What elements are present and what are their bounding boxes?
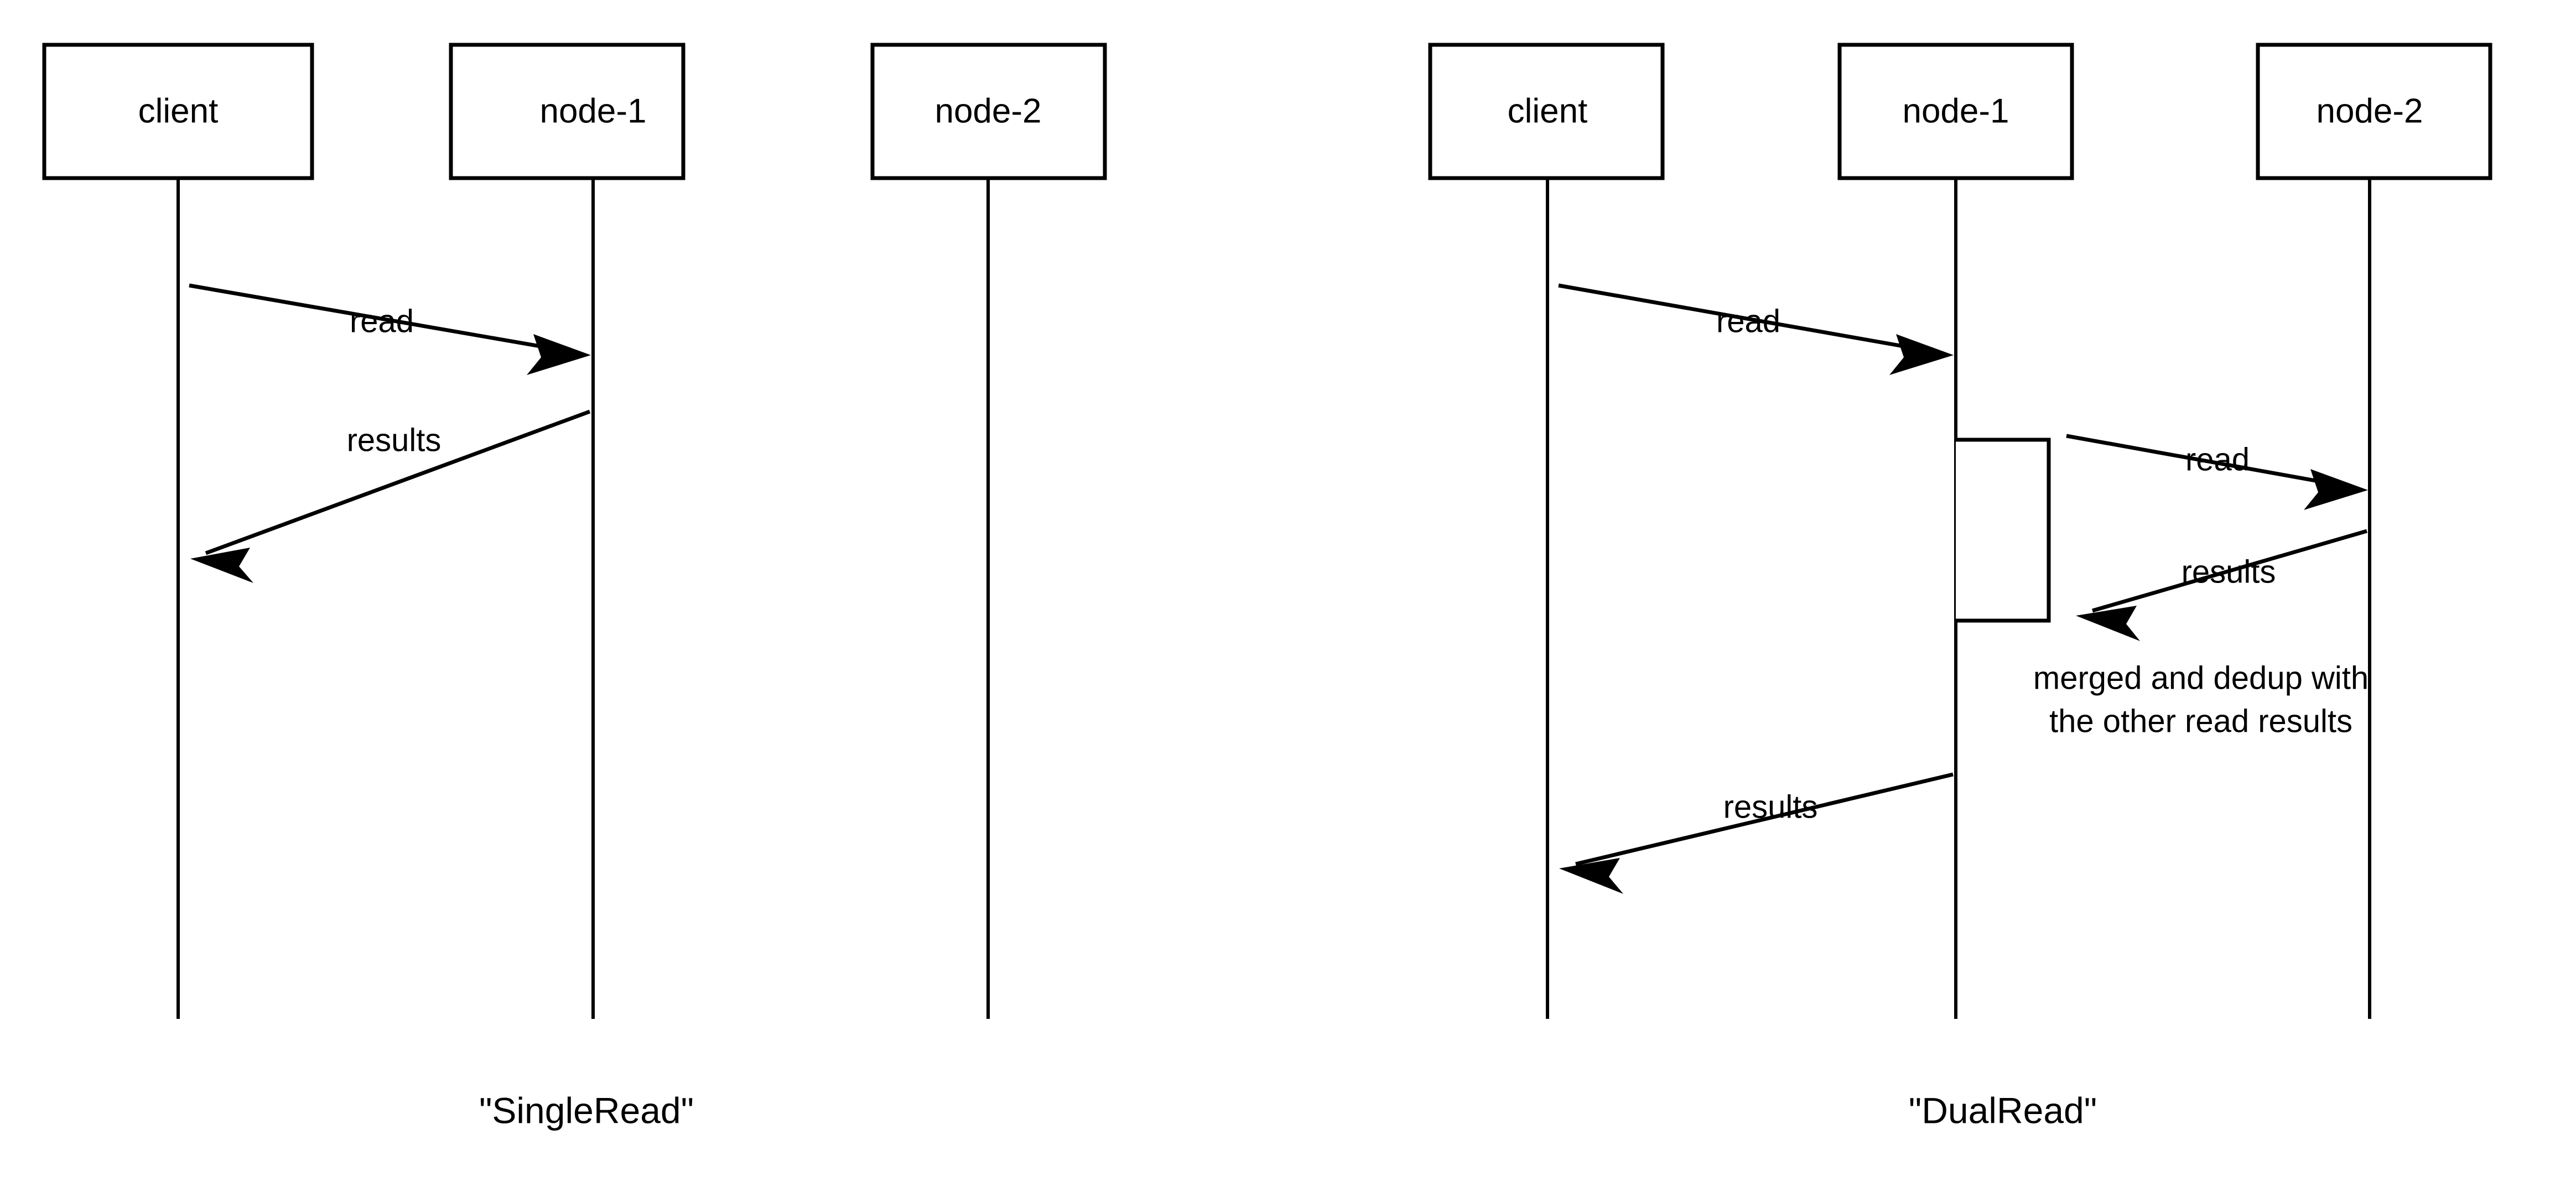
panel-dual-read: client node-1 node-2 bbox=[1428, 43, 2492, 1131]
participant-box-node-2[interactable] bbox=[2256, 43, 2492, 180]
message-label-read: read bbox=[1716, 303, 1780, 339]
message-results-node-2-to-node-1[interactable]: results bbox=[2076, 529, 2367, 641]
participant-box-client[interactable] bbox=[1428, 43, 1665, 180]
message-read-node-1-to-node-2[interactable]: read bbox=[2066, 434, 2368, 510]
participant-label-client: client bbox=[138, 92, 219, 130]
message-results-node-1-to-client[interactable]: results bbox=[1559, 772, 1954, 894]
participant-label-node-2: node-2 bbox=[2316, 92, 2423, 130]
message-label-read: read bbox=[2185, 441, 2250, 477]
activation-box-node-1 bbox=[1956, 438, 2051, 623]
participant-node-2[interactable]: node-2 bbox=[2256, 43, 2492, 1019]
participant-label-node-2: node-2 bbox=[934, 92, 1041, 130]
message-read-client-to-node-1[interactable]: read bbox=[1558, 283, 1954, 375]
panel-caption-dual-read: "DualRead" bbox=[1909, 1090, 2097, 1131]
participant-label-client: client bbox=[1508, 92, 1588, 130]
participant-client[interactable]: client bbox=[1428, 43, 1665, 1019]
note-line-2: the other read results bbox=[2049, 703, 2352, 739]
message-line bbox=[205, 409, 591, 555]
participant-client[interactable]: client bbox=[42, 43, 314, 1019]
arrow-head-left-icon bbox=[190, 548, 253, 583]
participant-label-node-1: node-1 bbox=[1902, 92, 2009, 130]
arrow-head-right-icon bbox=[1889, 334, 1954, 375]
message-label-results: results bbox=[2182, 554, 2276, 590]
participant-box-node-1[interactable] bbox=[449, 43, 685, 180]
message-results-node-1-to-client[interactable]: results bbox=[190, 409, 591, 583]
message-line bbox=[1575, 772, 1954, 866]
participant-box-node-2[interactable] bbox=[870, 43, 1107, 180]
participant-node-1[interactable]: node-1 bbox=[1837, 43, 2074, 1019]
panel-single-read: client node-1 node-2 read bbox=[42, 43, 1107, 1131]
panel-caption-single-read: "SingleRead" bbox=[479, 1090, 694, 1131]
message-line bbox=[189, 283, 576, 355]
message-line bbox=[2066, 434, 2353, 490]
arrow-head-right-icon bbox=[527, 334, 591, 375]
message-label-results: results bbox=[347, 422, 442, 458]
message-line bbox=[1558, 283, 1939, 355]
message-read-client-to-node-1[interactable]: read bbox=[189, 283, 591, 375]
activation-bracket-node-1 bbox=[1956, 438, 2051, 623]
arrow-head-left-icon bbox=[2076, 606, 2140, 641]
participant-node-2[interactable]: node-2 bbox=[870, 43, 1107, 1019]
participant-box-client[interactable] bbox=[42, 43, 314, 180]
arrow-head-left-icon bbox=[1559, 858, 1623, 894]
participant-box-node-1[interactable] bbox=[1837, 43, 2074, 180]
message-line bbox=[2092, 529, 2367, 613]
message-label-results: results bbox=[1723, 789, 1818, 825]
participant-node-1[interactable]: node-1 bbox=[449, 43, 685, 1019]
participant-label-node-1: node-1 bbox=[539, 92, 646, 130]
note-line-1: merged and dedup with bbox=[2033, 660, 2369, 696]
arrow-head-right-icon bbox=[2304, 469, 2368, 510]
note-merged-dedup: merged and dedup with the other read res… bbox=[2033, 660, 2369, 739]
message-label-read: read bbox=[350, 303, 414, 339]
